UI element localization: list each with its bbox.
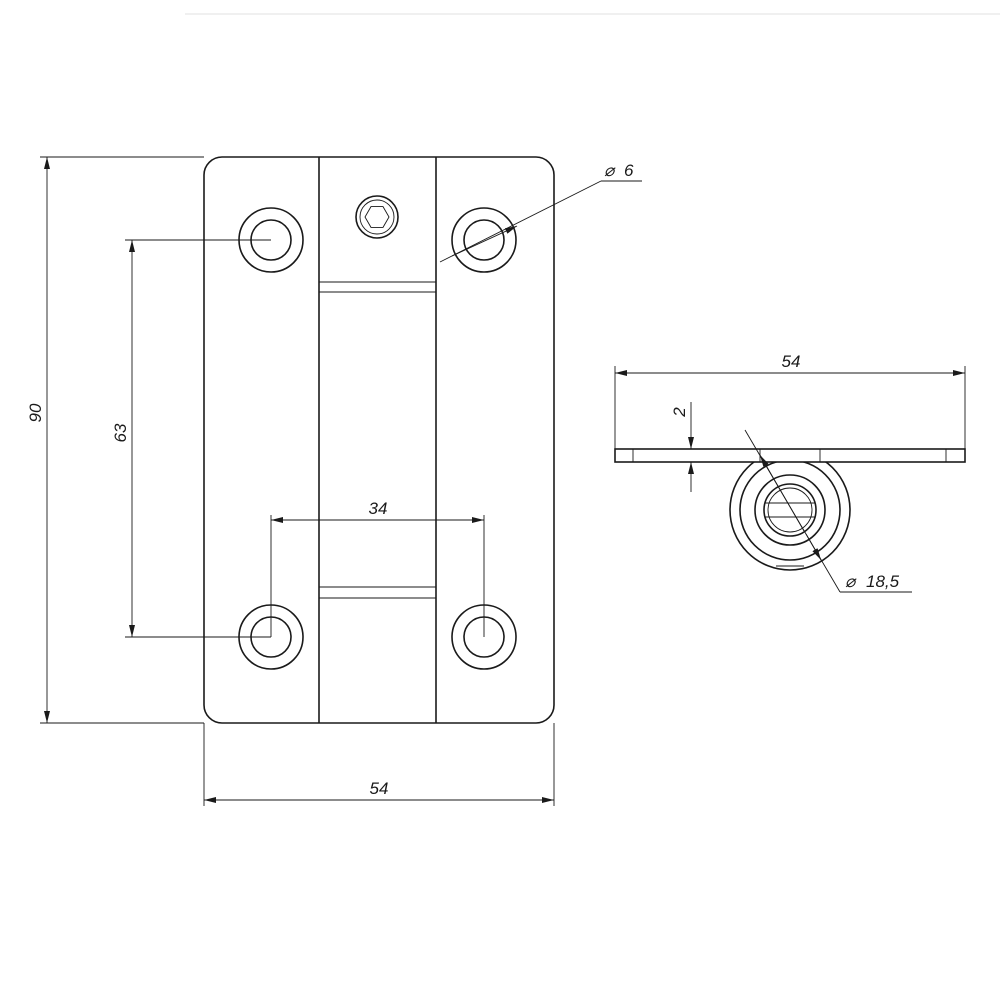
dimension-hole-spacing-horizontal-label: 34 — [369, 499, 388, 518]
leaf-plate-profile — [614, 448, 966, 463]
mounting-hole-top-right — [451, 207, 517, 273]
dimension-width-side: 54 — [614, 352, 966, 449]
diameter-symbol-barrel: ⌀ — [845, 572, 857, 591]
dimension-barrel-diameter-label: 18,5 — [866, 572, 900, 591]
dimension-thickness: 2 — [670, 402, 700, 492]
dimension-thickness-label: 2 — [670, 407, 689, 418]
screw-slot-icon — [765, 502, 815, 518]
dimension-hole-spacing-vertical-label: 63 — [111, 423, 130, 442]
knuckle-slot-lower — [319, 586, 436, 599]
dimension-width-front-label: 54 — [370, 779, 389, 798]
dimension-hole-spacing-vertical: 63 — [111, 239, 271, 638]
dimension-height-label: 90 — [26, 403, 45, 422]
dimension-hole-diameter-label: 6 — [624, 161, 634, 180]
dimension-hole-diameter: ⌀ 6 — [439, 161, 642, 263]
knuckle-slot-upper — [319, 281, 436, 293]
dimension-hole-spacing-horizontal: 34 — [270, 499, 485, 637]
socket-screw-icon — [355, 195, 399, 239]
dimension-width-side-label: 54 — [782, 352, 801, 371]
dimension-width-front: 54 — [203, 723, 555, 806]
dimension-barrel-diameter: ⌀ 18,5 — [744, 429, 912, 593]
hinge-plate-outline — [203, 156, 555, 724]
dimension-height: 90 — [26, 156, 204, 724]
barrel — [729, 449, 851, 571]
side-view: 54 2 ⌀ 18,5 — [614, 352, 966, 593]
diameter-symbol: ⌀ — [604, 161, 616, 180]
front-view: 90 63 34 54 ⌀ 6 — [26, 156, 642, 806]
